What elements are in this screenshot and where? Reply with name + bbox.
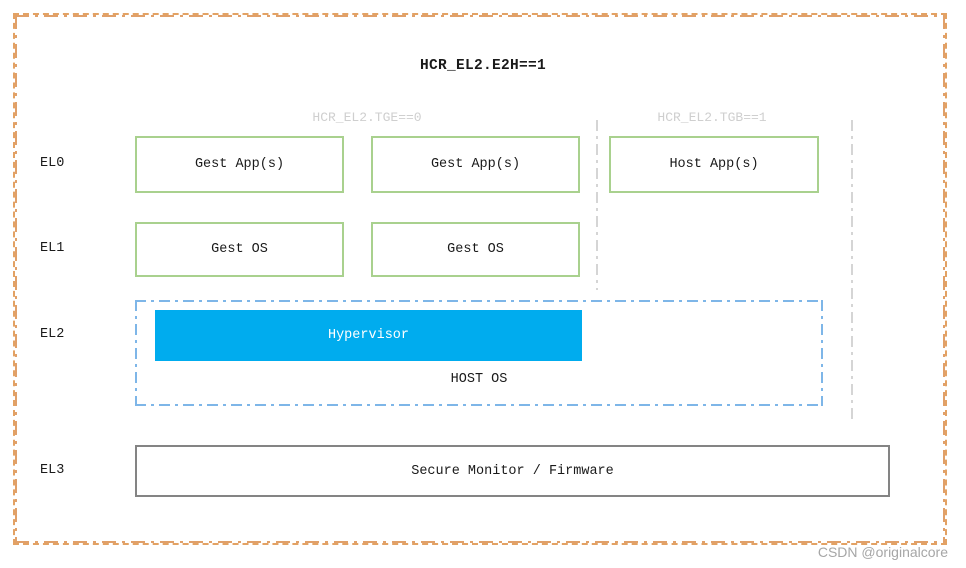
exception-level-label-el3: EL3 — [40, 463, 65, 478]
condition-label-tge: HCR_EL2.TGE==0 — [312, 110, 422, 125]
exception-level-label-el0: EL0 — [40, 156, 65, 171]
vertical-separator-right — [851, 120, 853, 420]
guest-app-box-1: Gest App(s) — [135, 136, 344, 193]
hypervisor-box: Hypervisor — [155, 310, 582, 361]
host-os-label: HOST OS — [450, 372, 508, 387]
watermark: CSDN @originalcore — [817, 544, 948, 560]
secure-monitor-box: Secure Monitor / Firmware — [135, 445, 890, 497]
diagram-title: HCR_EL2.E2H==1 — [419, 58, 547, 74]
vertical-separator-middle — [596, 120, 598, 290]
exception-level-label-el1: EL1 — [40, 241, 65, 256]
condition-label-tgb: HCR_EL2.TGB==1 — [657, 110, 767, 125]
guest-app-box-2: Gest App(s) — [371, 136, 580, 193]
exception-level-label-el2: EL2 — [40, 327, 65, 342]
guest-os-box-1: Gest OS — [135, 222, 344, 277]
guest-os-box-2: Gest OS — [371, 222, 580, 277]
host-app-box: Host App(s) — [609, 136, 819, 193]
